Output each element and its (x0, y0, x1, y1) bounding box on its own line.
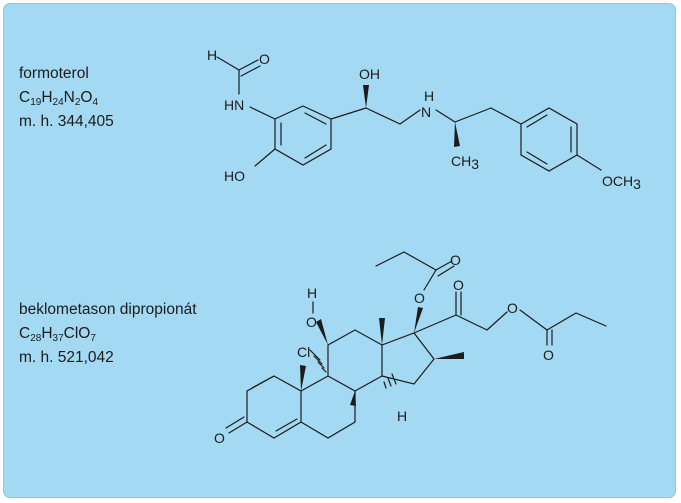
formoterol-structure: H O HN OH H N HO CH3 OCH3 (207, 47, 641, 192)
bond (546, 312, 577, 331)
atom-label: N (421, 104, 431, 120)
bond (437, 265, 455, 277)
bond (575, 312, 607, 327)
beclomethasone-structure: O O O O O H O Cl H O (214, 251, 607, 446)
ring-d (381, 332, 435, 385)
wedge-bond (363, 85, 369, 108)
bond (435, 109, 456, 123)
bond (238, 59, 259, 71)
atom-label: HO (224, 168, 245, 184)
bond (490, 107, 522, 125)
bond (249, 106, 276, 120)
atom-label: O (214, 430, 225, 446)
bond (240, 65, 261, 77)
bond (423, 269, 437, 291)
atom-label: O (259, 51, 270, 67)
compound-name: beklometason dipropionát (19, 301, 197, 318)
bond (225, 416, 245, 429)
bond (519, 309, 548, 331)
bond (526, 151, 548, 165)
hash-bond (321, 367, 327, 373)
bond (365, 107, 401, 125)
hash-bond (309, 349, 321, 361)
bond (526, 114, 548, 128)
bond (413, 314, 457, 334)
bond (399, 109, 421, 125)
ring-b (300, 375, 356, 439)
compound-mass: m. h. 521,042 (19, 349, 114, 366)
bond (228, 421, 248, 434)
info-panel (3, 3, 676, 498)
atom-label: H (424, 88, 434, 104)
wedge-bond (300, 365, 306, 391)
atom-label: OH (359, 66, 380, 82)
atom-label: OCH3 (602, 173, 641, 192)
ring-c (327, 329, 383, 392)
wedge-bond (379, 318, 385, 345)
beclomethasone-info: beklometason dipropionát C28H37ClO7 m. h… (19, 298, 197, 370)
wedge-bond (316, 319, 328, 345)
bond (216, 56, 240, 71)
atom-label: HN (224, 97, 244, 113)
wedge-bond (454, 122, 460, 147)
benzene-ring-1 (274, 105, 332, 166)
hash-bond (391, 373, 397, 385)
wedge-bond (350, 391, 356, 406)
compound-name: formoterol (19, 65, 89, 82)
atom-label: O (414, 290, 425, 306)
benzene-ring-2 (520, 107, 578, 172)
bond (576, 154, 602, 171)
hash-bond (387, 377, 392, 387)
bond (254, 148, 276, 167)
atom-label: O (453, 277, 464, 293)
wedge-bond (414, 307, 423, 333)
bond (454, 107, 492, 123)
atom-label: CH3 (451, 153, 479, 172)
bond (435, 260, 453, 271)
bond (455, 314, 488, 331)
bond (251, 375, 275, 389)
hash-bond (383, 381, 387, 389)
bond (304, 144, 327, 159)
formoterol-info: formoterol C19H24N2O4 m. h. 344,405 (19, 62, 114, 134)
bond (486, 311, 508, 331)
atom-label: Cl (297, 344, 310, 360)
atom-label: O (543, 347, 554, 363)
hash-bond (313, 355, 323, 365)
ring-a (246, 375, 302, 439)
atom-label: H (307, 285, 317, 301)
compound-formula: C28H37ClO7 (19, 325, 96, 344)
atom-label: O (306, 314, 317, 330)
bond (403, 251, 437, 271)
compound-mass: m. h. 344,405 (19, 113, 114, 130)
atom-label: O (507, 300, 518, 316)
hash-bond (317, 361, 325, 369)
atom-label: O (450, 252, 461, 268)
atom-label: H (207, 47, 217, 63)
compound-formula: C19H24N2O4 (19, 89, 99, 108)
wedge-bond (434, 352, 464, 359)
atom-label: H (397, 408, 407, 424)
bond (375, 251, 405, 267)
bond (304, 112, 327, 125)
bond (330, 107, 367, 120)
bond (275, 418, 298, 432)
